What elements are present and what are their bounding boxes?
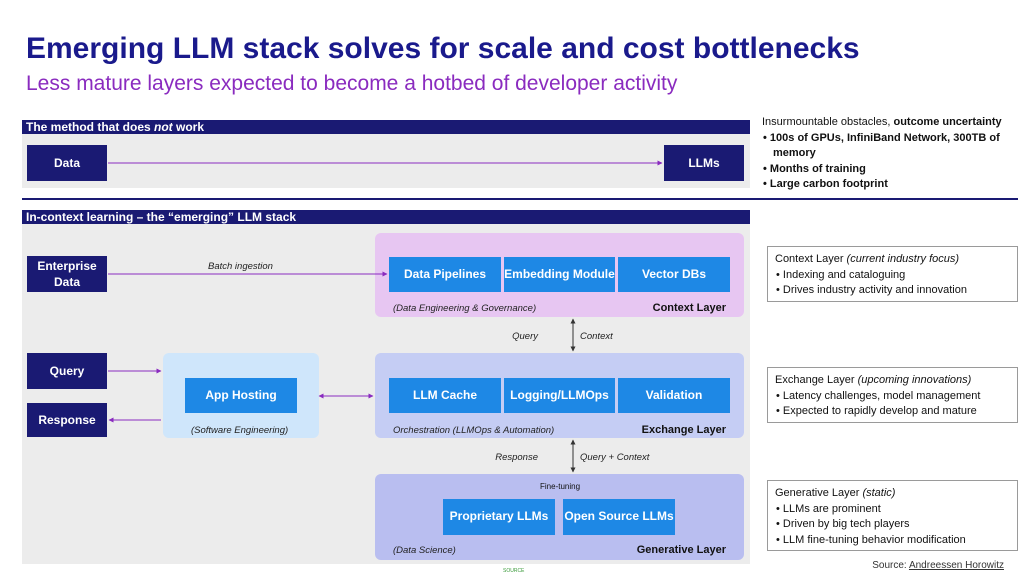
llm-cache-box: LLM Cache (389, 378, 501, 413)
context-layer-name: Context Layer (652, 302, 726, 314)
vector-dbs-box: Vector DBs (618, 257, 730, 292)
exchange-card-item-text: Latency challenges, model management (782, 389, 981, 402)
batch-ingestion-label: Batch ingestion (208, 261, 273, 272)
generative-card-head: Generative Layer (static) (775, 486, 1010, 502)
embedding-module-box: Embedding Module (504, 257, 615, 292)
context-card-item: • Drives industry activity and innovatio… (776, 284, 967, 296)
open-source-llms-box: Open Source LLMs (563, 499, 675, 535)
exchange-layer-card: Exchange Layer (upcoming innovations) • … (767, 367, 1018, 423)
exchange-card-item: • Expected to rapidly develop and mature (776, 405, 977, 417)
llms-box: LLMs (664, 145, 744, 181)
obstacle-item: • Large carbon footprint (763, 178, 888, 190)
obstacle-item-text: Months of training (769, 162, 866, 175)
page-title: Emerging LLM stack solves for scale and … (26, 32, 860, 65)
context-card-item: • Indexing and cataloguing (776, 268, 906, 281)
generative-card-item: • LLMs are prominent (776, 502, 881, 515)
generative-card-item: • Driven by big tech players (776, 518, 910, 530)
generative-card-item: • LLM fine-tuning behavior modification (776, 533, 966, 546)
obstacle-item-text: 100s of GPUs, InfiniBand Network, 300TB … (769, 131, 1000, 160)
obstacles-text: Insurmountable obstacles, outcome uncert… (762, 115, 1018, 193)
method-bar-suffix: work (172, 120, 205, 134)
method-bar-emphasis: not (154, 120, 173, 134)
generative-card-item-text: Driven by big tech players (782, 518, 910, 530)
context-layer-note: (Data Engineering & Governance) (393, 303, 537, 314)
context-card-emphasis: (current industry focus) (846, 253, 960, 265)
source-link[interactable]: Andreessen Horowitz (908, 560, 1004, 571)
exchange-layer-note: Orchestration (LLMOps & Automation) (393, 425, 555, 436)
context-card-title: Context Layer (775, 253, 847, 265)
obstacle-item-text: Large carbon footprint (769, 178, 888, 190)
stack-panel-bar: In-context learning – the “emerging” LLM… (22, 210, 750, 224)
proprietary-llms-box: Proprietary LLMs (443, 499, 555, 535)
generative-card-item-text: LLM fine-tuning behavior modification (782, 533, 966, 546)
obstacles-lead-text: Insurmountable obstacles, (762, 116, 894, 128)
context-layer-card: Context Layer (current industry focus) •… (767, 246, 1018, 302)
method-bar-prefix: The method that does (26, 120, 155, 134)
method-panel-bar: The method that does not work (22, 120, 750, 134)
data-pipelines-box: Data Pipelines (389, 257, 501, 292)
validation-box: Validation (618, 378, 730, 413)
generative-layer-card: Generative Layer (static) • LLMs are pro… (767, 480, 1018, 551)
app-hosting-box: App Hosting (185, 378, 297, 413)
source-note: Source: Andreessen Horowitz (872, 560, 1004, 571)
query-box: Query (27, 353, 107, 389)
query-context-label: Query + Context (580, 452, 650, 463)
generative-layer-note: (Data Science) (393, 545, 456, 556)
exchange-card-item-text: Expected to rapidly develop and mature (782, 405, 977, 417)
page-subtitle: Less mature layers expected to become a … (26, 72, 678, 95)
source-prefix: Source: (872, 560, 909, 571)
obstacles-lead-bold: outcome uncertainty (893, 116, 1002, 128)
context-card-item-text: Indexing and cataloguing (782, 268, 906, 281)
response-label: Response (495, 452, 538, 463)
generative-card-item-text: LLMs are prominent (782, 502, 881, 515)
data-box: Data (27, 145, 107, 181)
context-card-item-text: Drives industry activity and innovation (782, 284, 967, 296)
query-label: Query (512, 331, 538, 342)
obstacle-item: • 100s of GPUs, InfiniBand Network, 300T… (763, 131, 1000, 160)
logging-llmops-box: Logging/LLMOps (504, 378, 615, 413)
generative-layer (375, 474, 744, 560)
generative-card-emphasis: (static) (862, 487, 896, 499)
enterprise-data-box: Enterprise Data (27, 256, 107, 292)
software-engineering-note: (Software Engineering) (191, 425, 289, 436)
response-box: Response (27, 403, 107, 437)
generative-layer-name: Generative Layer (636, 544, 726, 556)
exchange-card-emphasis: (upcoming innovations) (857, 374, 972, 386)
exchange-layer-name: Exchange Layer (641, 424, 726, 436)
section-divider (22, 198, 1018, 200)
fine-tuning-label: Fine-tuning (540, 482, 581, 491)
context-label: Context (580, 331, 613, 342)
generative-card-title: Generative Layer (775, 487, 863, 499)
page-mark: SOURCE (503, 568, 525, 574)
exchange-card-title: Exchange Layer (775, 374, 858, 386)
context-card-head: Context Layer (current industry focus) (775, 252, 1010, 268)
exchange-card-item: • Latency challenges, model management (776, 389, 981, 402)
obstacles-lead: Insurmountable obstacles, outcome uncert… (762, 115, 1018, 131)
exchange-card-head: Exchange Layer (upcoming innovations) (775, 373, 1010, 389)
obstacle-item: • Months of training (763, 162, 866, 175)
